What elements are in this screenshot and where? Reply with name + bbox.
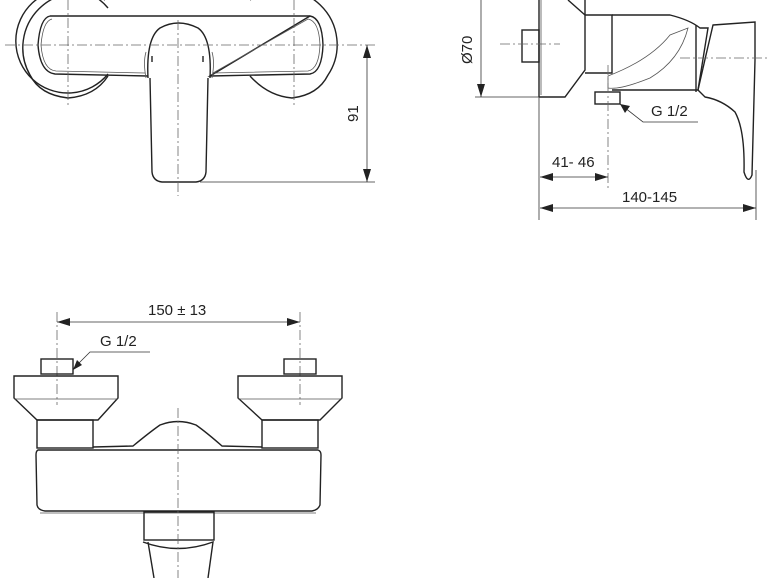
dim-diameter-70: Ø70 — [459, 35, 476, 64]
side-thread-callout: G 1/2 — [651, 103, 688, 120]
side-view — [475, 0, 770, 220]
dim-spacing-150: 150 ± 13 — [148, 302, 207, 319]
top-view — [5, 0, 375, 196]
dim-height-91: 91 — [345, 105, 362, 122]
dim-depth-140-145: 140-145 — [622, 189, 678, 206]
front-thread-callout: G 1/2 — [100, 333, 137, 350]
front-view — [13, 312, 343, 578]
dim-offset-41-46: 41- 46 — [552, 154, 595, 171]
